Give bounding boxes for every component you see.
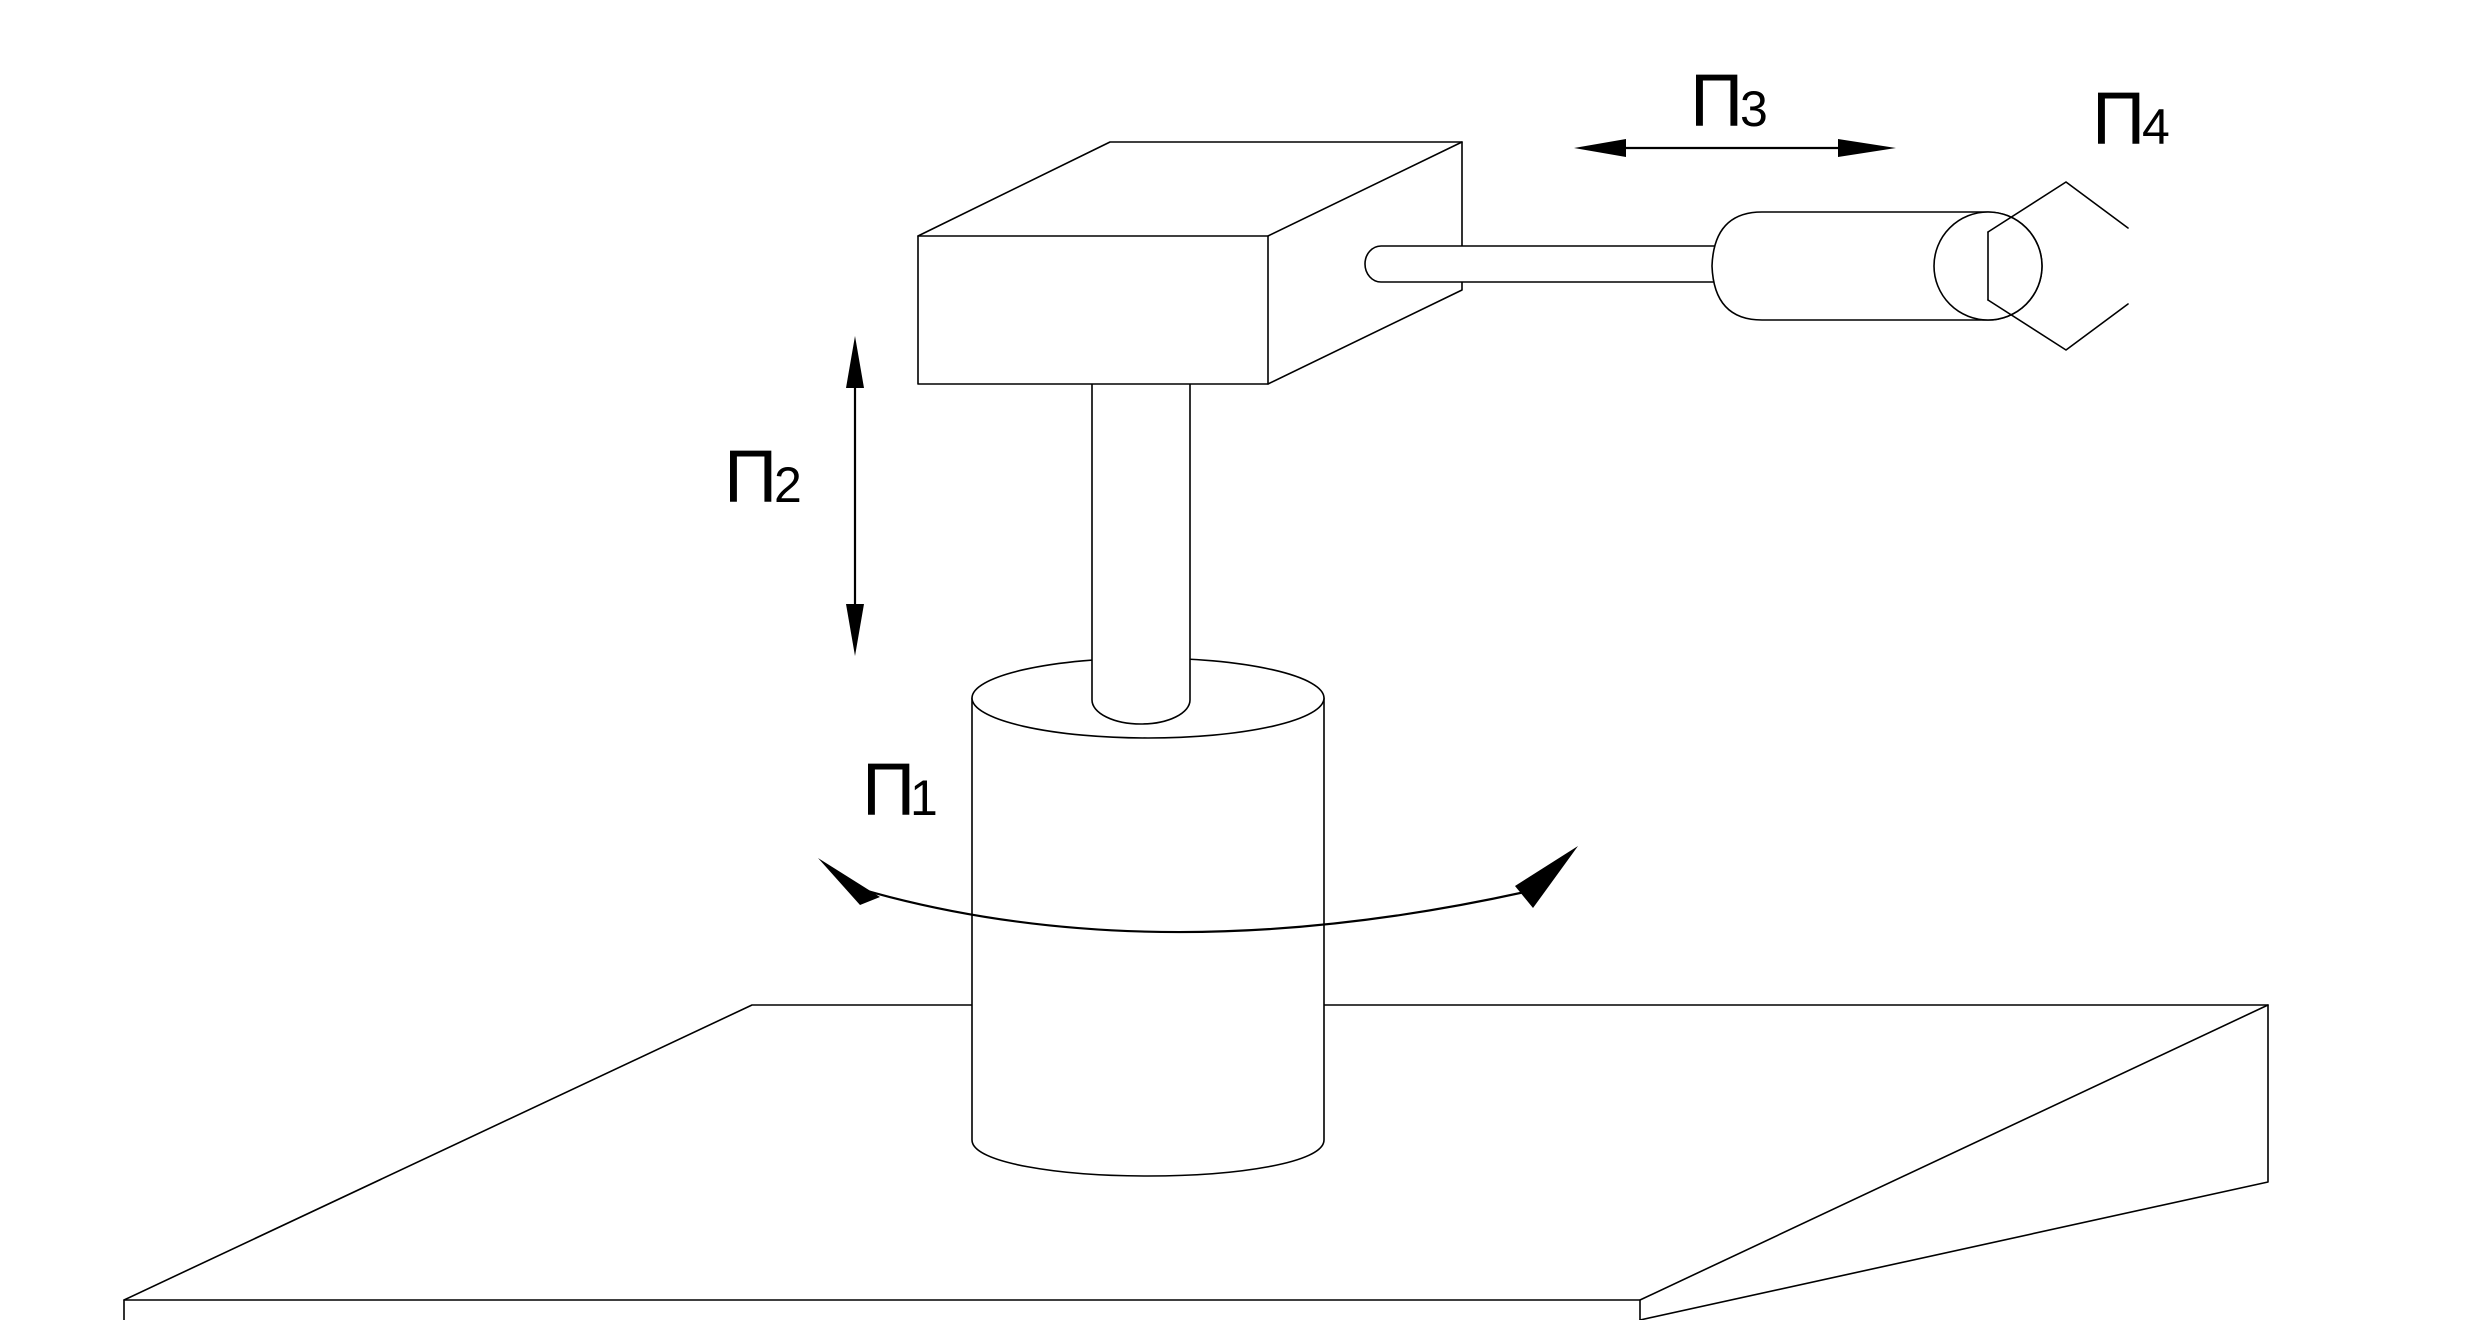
label-p2: П 2 bbox=[724, 435, 802, 518]
label-p4-index: 4 bbox=[2142, 99, 2170, 155]
gripper-jaws bbox=[1987, 181, 2129, 351]
base-platform bbox=[123, 1004, 2269, 1320]
label-p3: П 3 bbox=[1690, 59, 1768, 142]
label-p4: П 4 bbox=[2092, 77, 2170, 160]
label-p1-letter: П bbox=[862, 748, 915, 831]
carriage-box bbox=[917, 141, 1463, 385]
vertical-rod bbox=[1091, 379, 1191, 725]
horizontal-arm bbox=[1364, 245, 1728, 283]
horizontal-arrow bbox=[1574, 139, 1896, 157]
vertical-arrow bbox=[846, 336, 864, 656]
rotating-column bbox=[971, 657, 1325, 1177]
label-p1: П 1 bbox=[862, 748, 938, 831]
label-p2-letter: П bbox=[724, 435, 777, 518]
label-p4-letter: П bbox=[2092, 77, 2145, 160]
label-p3-letter: П bbox=[1690, 59, 1743, 142]
rotation-arrow bbox=[818, 846, 1578, 934]
label-p2-index: 2 bbox=[774, 457, 802, 513]
label-p3-index: 3 bbox=[1740, 81, 1768, 137]
label-p1-index: 1 bbox=[910, 770, 938, 826]
